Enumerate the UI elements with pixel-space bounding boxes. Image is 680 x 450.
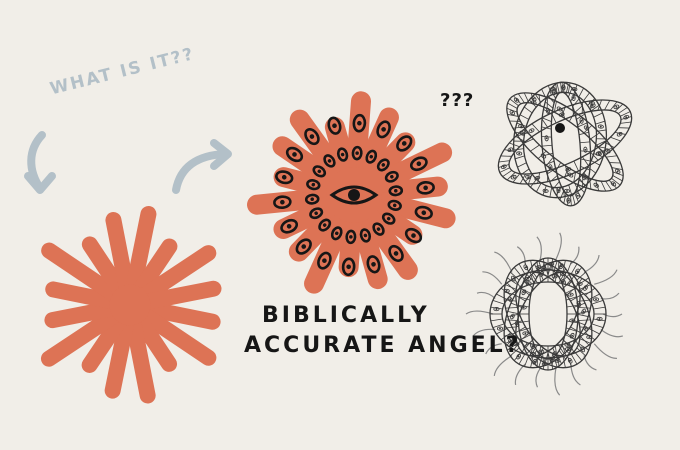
eye-icon xyxy=(404,227,423,244)
eye-icon xyxy=(376,120,391,139)
eye-icon xyxy=(388,185,404,197)
eye-icon xyxy=(317,251,332,270)
curved-arrow-right-icon xyxy=(172,139,232,194)
eye-icon xyxy=(396,135,413,152)
eye-icon xyxy=(384,170,399,183)
star-ray xyxy=(41,242,134,310)
eye-icon xyxy=(366,255,381,274)
curved-arrow-left-icon xyxy=(24,131,56,194)
eye-icon xyxy=(273,195,292,210)
caption-line-1: BIBLICALLY xyxy=(262,303,430,328)
caption-line-2: ACCURATE ANGEL? xyxy=(244,333,522,358)
eye-icon xyxy=(359,228,372,243)
eye-icon xyxy=(376,158,390,172)
eye-icon xyxy=(387,199,402,211)
eye-icon xyxy=(409,156,428,172)
eye-icon xyxy=(351,145,363,161)
eye-icon xyxy=(365,149,378,164)
eye-icon xyxy=(341,257,356,277)
eye-icon xyxy=(345,229,357,245)
central-eye-icon xyxy=(329,185,379,205)
eye-icon xyxy=(318,218,332,232)
eye-icon xyxy=(327,116,342,135)
eye-icon xyxy=(388,244,404,262)
orange-starburst-icon xyxy=(40,206,222,404)
eye-icon xyxy=(312,165,327,178)
eye-icon xyxy=(372,222,385,236)
eye-icon xyxy=(336,147,349,162)
eye-icon xyxy=(306,179,321,191)
question-marks-label: ??? xyxy=(440,90,475,111)
eye-icon xyxy=(304,128,320,146)
eye-icon xyxy=(330,226,343,241)
eye-icon xyxy=(304,193,320,205)
eye-icon xyxy=(295,238,312,255)
orange-starburst-with-eyes-icon xyxy=(247,91,456,294)
eye-icon xyxy=(275,170,294,185)
eye-icon xyxy=(352,113,367,133)
eye-icon xyxy=(309,207,324,220)
star-ray xyxy=(40,300,133,367)
eye-icon xyxy=(280,218,299,234)
eye-icon xyxy=(381,212,396,225)
eyed-wheels-with-wings-sketch-icon xyxy=(465,232,624,396)
eye-icon xyxy=(285,146,304,163)
interlocking-eyed-wheels-sketch-icon xyxy=(497,81,633,207)
eye-icon xyxy=(323,154,336,168)
eye-icon xyxy=(416,180,435,195)
eye-icon xyxy=(414,205,433,220)
